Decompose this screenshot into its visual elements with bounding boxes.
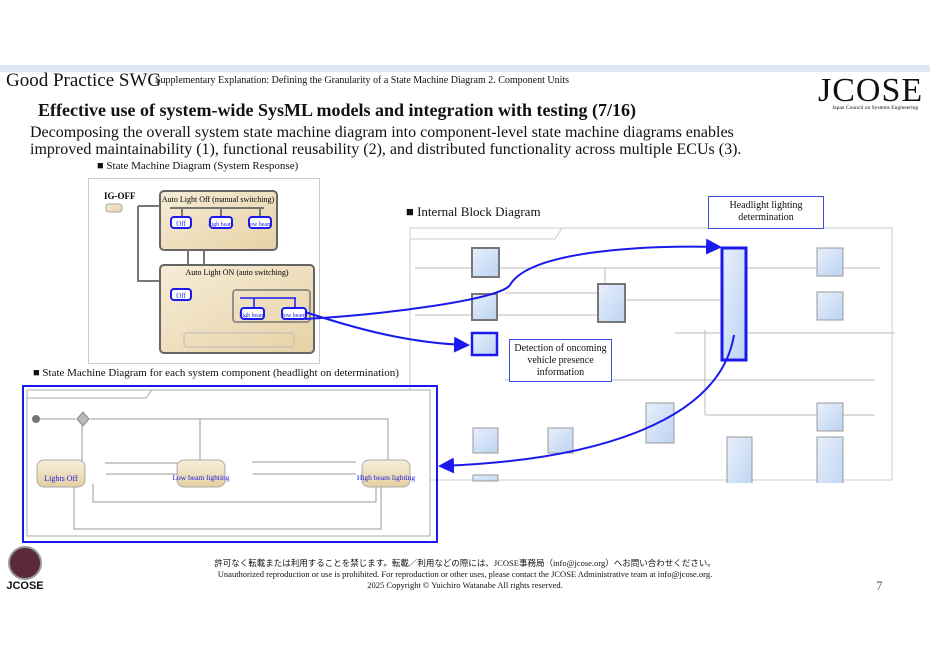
state-lights-off: Lights Off xyxy=(44,474,78,483)
footer-notice-jp: 許可なく転載または利用することを禁じます。転載／利用などの際には、JCOSE事務… xyxy=(214,558,716,568)
state-high-beam: High beam lighting xyxy=(357,473,416,482)
footer-logo: JCOSE xyxy=(2,546,48,592)
component-stm-heading: ■ State Machine Diagram for each system … xyxy=(33,367,399,379)
slide-title: Effective use of system-wide SysML model… xyxy=(38,100,636,120)
footer-copyright: 2025 Copyright © Yuichiro Watanabe All r… xyxy=(367,580,563,590)
description-line: improved maintainability (1), functional… xyxy=(30,141,742,158)
svg-text:low beam: low beam xyxy=(282,313,306,319)
svg-text:Off: Off xyxy=(176,292,186,300)
headlight-determination-block xyxy=(720,246,748,362)
system-state-machine-diagram: IG-OFF Auto Light Off (manual switching)… xyxy=(88,178,320,364)
slide-description: Decomposing the overall system state mac… xyxy=(30,124,910,158)
jcose-logo: JCOSE Japan Council on Systems Engineeri… xyxy=(818,74,928,114)
state-low-beam: Low beam lighting xyxy=(172,473,229,482)
svg-text:Off: Off xyxy=(176,220,186,228)
svg-text:high beam: high beam xyxy=(239,313,264,319)
description-line: Decomposing the overall system state mac… xyxy=(30,124,734,141)
internal-block-diagram xyxy=(409,227,895,483)
callout-headlight-determination: Headlight lighting determination xyxy=(708,196,824,229)
slide-subtitle: Supplementary Explanation: Defining the … xyxy=(155,75,570,86)
page-number: 7 xyxy=(876,578,883,593)
ig-off-label: IG-OFF xyxy=(104,191,136,201)
logo-caption: Japan Council on Systems Engineering xyxy=(832,105,919,111)
callout-oncoming-vehicle: Detection of oncoming vehicle presence i… xyxy=(509,339,612,382)
group-name: Good Practice SWG xyxy=(6,70,162,91)
svg-text:high beam: high beam xyxy=(208,222,233,228)
ibd-heading: ■ Internal Block Diagram xyxy=(406,204,541,219)
logo-text: JCOSE xyxy=(818,72,924,109)
component-state-machine-diagram: Lights Off Low beam lighting High beam l… xyxy=(26,389,431,537)
footer-notice-en: Unauthorized reproduction or use is proh… xyxy=(217,569,713,579)
auto-off-title: Auto Light Off (manual switching) xyxy=(162,195,275,204)
ig-off-state xyxy=(105,203,123,213)
top-band xyxy=(0,65,930,72)
component-stm-frame xyxy=(22,385,438,543)
auto-on-title: Auto Light ON (auto switching) xyxy=(185,268,288,277)
system-stm-heading: ■ State Machine Diagram (System Response… xyxy=(97,160,299,172)
footer-logo-text: JCOSE xyxy=(6,580,44,592)
svg-text:low beam: low beam xyxy=(248,222,272,228)
